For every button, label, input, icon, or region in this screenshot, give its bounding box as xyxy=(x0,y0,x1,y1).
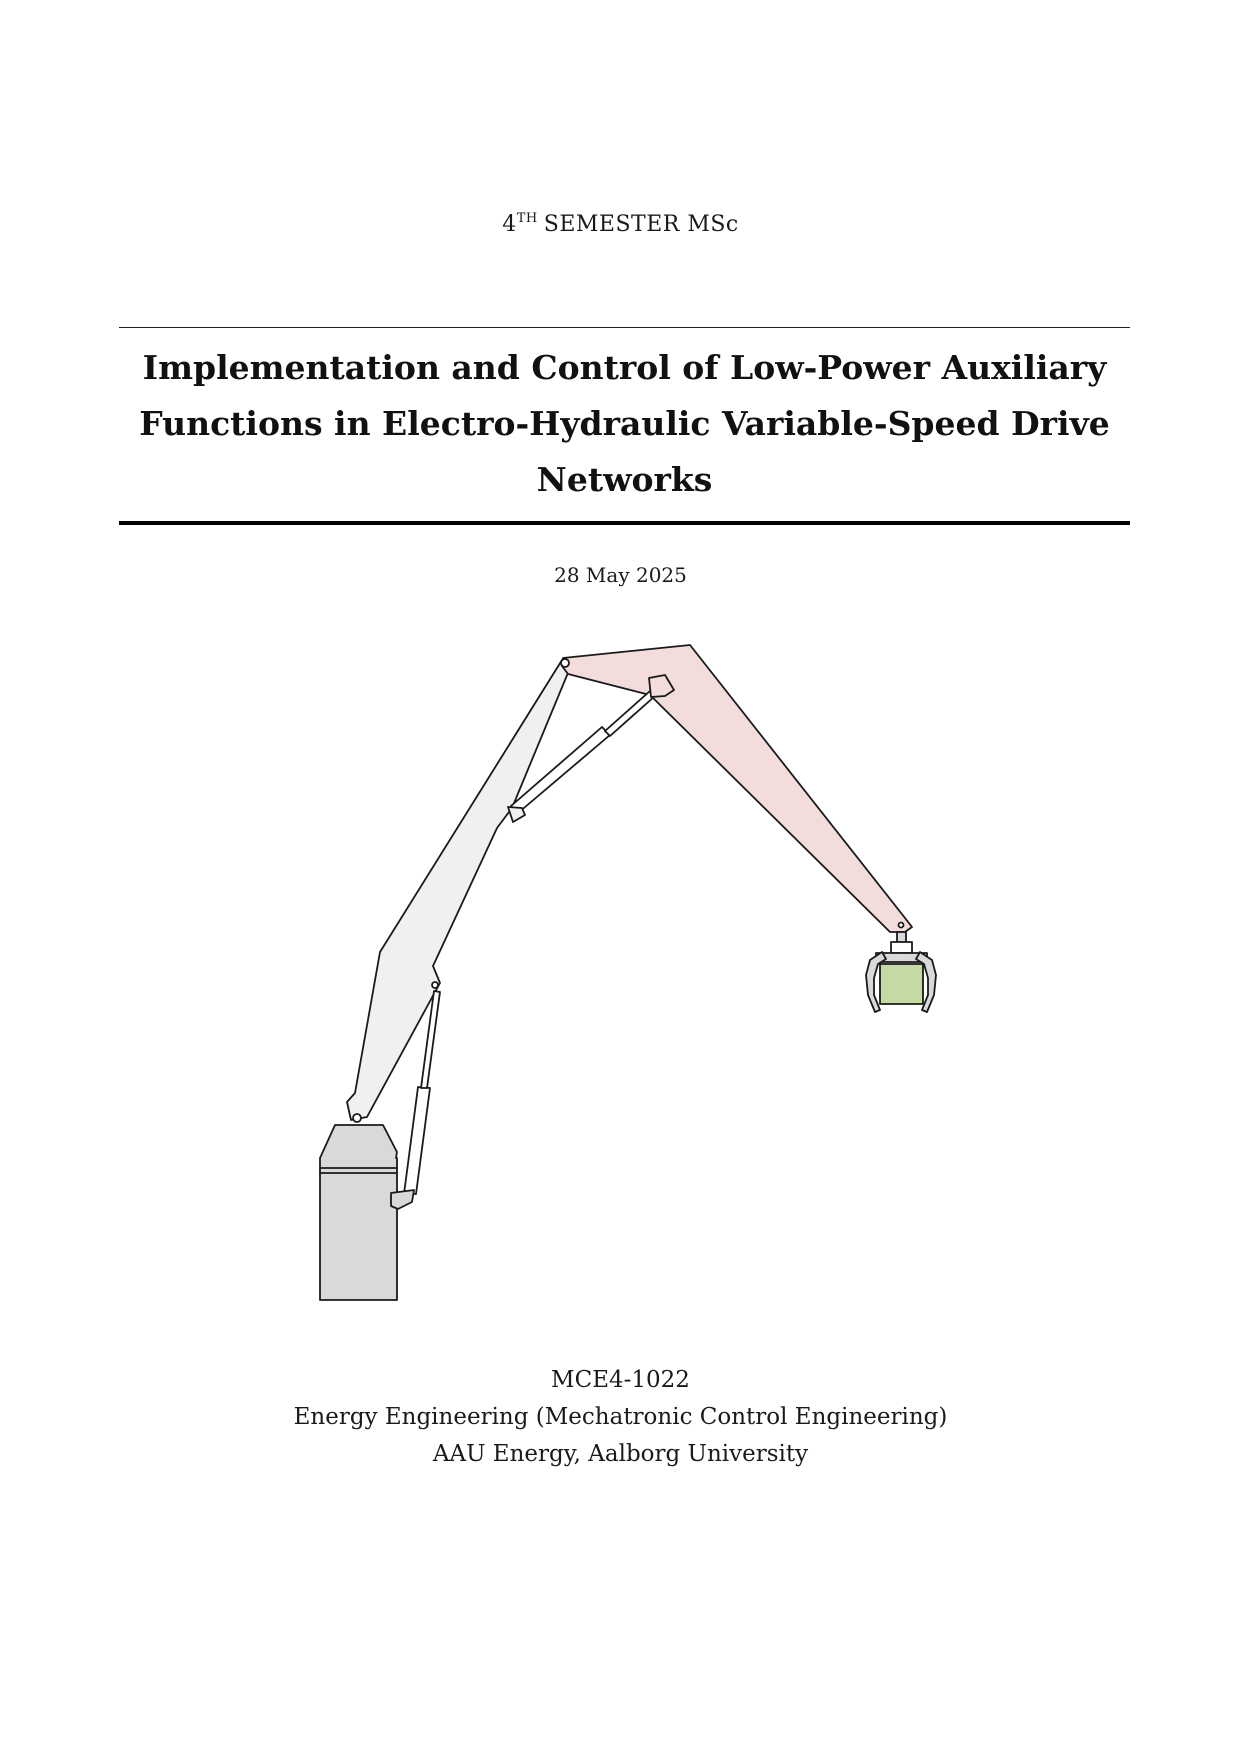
cylinder-end-bracket xyxy=(507,806,526,823)
page-title: Implementation and Control of Low-Power … xyxy=(139,348,1110,499)
title-rule-bottom xyxy=(119,521,1130,525)
grapple-load xyxy=(879,963,924,1005)
lift-cylinder-mount xyxy=(390,1189,415,1210)
main-boom xyxy=(346,659,571,1121)
semester-label: 4TH SEMESTER MSc xyxy=(0,211,1241,237)
rotator-body xyxy=(890,941,913,954)
lift-cylinder-rod xyxy=(420,990,441,1089)
date: 28 May 2025 xyxy=(554,563,687,587)
title-rule-top xyxy=(119,327,1130,328)
institution: AAU Energy, Aalborg University xyxy=(432,1441,809,1467)
crane-base xyxy=(319,1124,398,1301)
outer-boom xyxy=(561,644,913,933)
semester-text: SEMESTER MSc xyxy=(543,212,739,237)
knuckle-bracket xyxy=(648,674,675,698)
semester-number: 4 xyxy=(502,212,517,237)
grapple-jaw-right xyxy=(915,951,937,1013)
programme: Energy Engineering (Mechatronic Control … xyxy=(293,1404,948,1430)
project-code: MCE4-1022 xyxy=(551,1367,690,1393)
grapple-jaw-left xyxy=(865,951,887,1013)
semester-ordinal: TH xyxy=(516,211,538,226)
lift-cylinder-barrel xyxy=(403,1086,431,1195)
knuckle-cylinder-rod xyxy=(604,690,656,737)
rotator xyxy=(896,931,907,943)
project-info: MCE4-1022 Energy Engineering (Mechatroni… xyxy=(0,1362,1241,1473)
